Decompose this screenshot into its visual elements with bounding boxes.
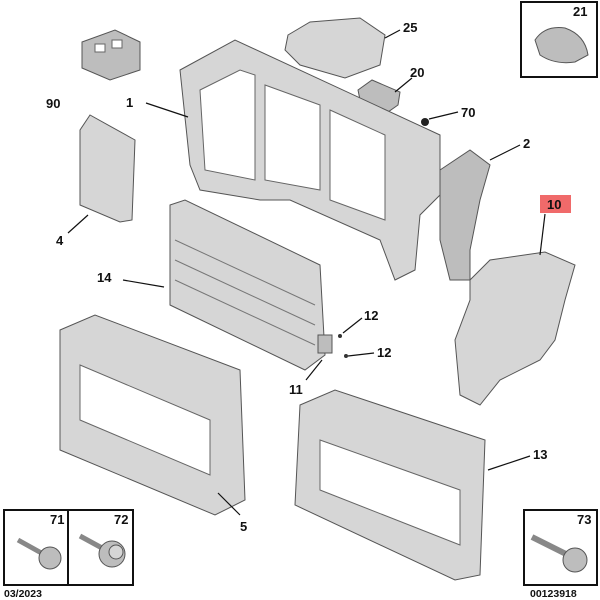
part-4-air-deflector[interactable] [79, 114, 136, 223]
inset-box-73[interactable]: 73 [523, 509, 598, 586]
callout-21: 21 [573, 4, 587, 19]
callout-73: 73 [577, 512, 591, 527]
footer-date: 03/2023 [4, 588, 42, 600]
callout-10: 10 [547, 197, 561, 212]
part-25-upper-cover[interactable] [284, 17, 386, 79]
part-13-lower-shroud[interactable] [294, 389, 486, 581]
callout-12-upper: 12 [364, 308, 378, 323]
inset-box-72[interactable]: 72 [67, 509, 134, 586]
part-2-side-bracket[interactable] [439, 149, 491, 281]
callout-12-lower: 12 [377, 345, 391, 360]
part-90-connector-block[interactable] [81, 29, 141, 81]
footer-reference: 00123918 [530, 588, 577, 600]
callout-11: 11 [289, 382, 303, 397]
callout-70: 70 [461, 105, 475, 120]
part-11-actuator[interactable] [317, 334, 348, 358]
part-70-clip[interactable] [421, 118, 429, 126]
callout-1: 1 [126, 95, 133, 110]
callout-10-highlight [540, 195, 571, 213]
part-5-lower-shroud[interactable] [59, 314, 246, 516]
callout-4: 4 [56, 233, 64, 248]
callout-72: 72 [114, 512, 128, 527]
leader-lines [67, 29, 546, 516]
inset-box-21[interactable]: 21 [520, 1, 598, 78]
bolt-73-icon [562, 547, 588, 573]
callout-2: 2 [523, 136, 530, 151]
part-10-air-guide[interactable] [454, 251, 576, 406]
part-14-shutter-grille[interactable] [169, 199, 326, 371]
clip-21-icon [534, 27, 589, 64]
callout-13: 13 [533, 447, 547, 462]
part-1-front-end-carrier[interactable] [179, 39, 441, 281]
callout-20: 20 [410, 65, 424, 80]
inset-box-71[interactable]: 71 [3, 509, 69, 586]
callout-90: 90 [46, 96, 60, 111]
callout-14: 14 [97, 270, 112, 285]
bolt-71-icon [38, 546, 62, 570]
callout-5: 5 [240, 519, 247, 534]
callout-25: 25 [403, 20, 417, 35]
callout-71: 71 [50, 512, 64, 527]
